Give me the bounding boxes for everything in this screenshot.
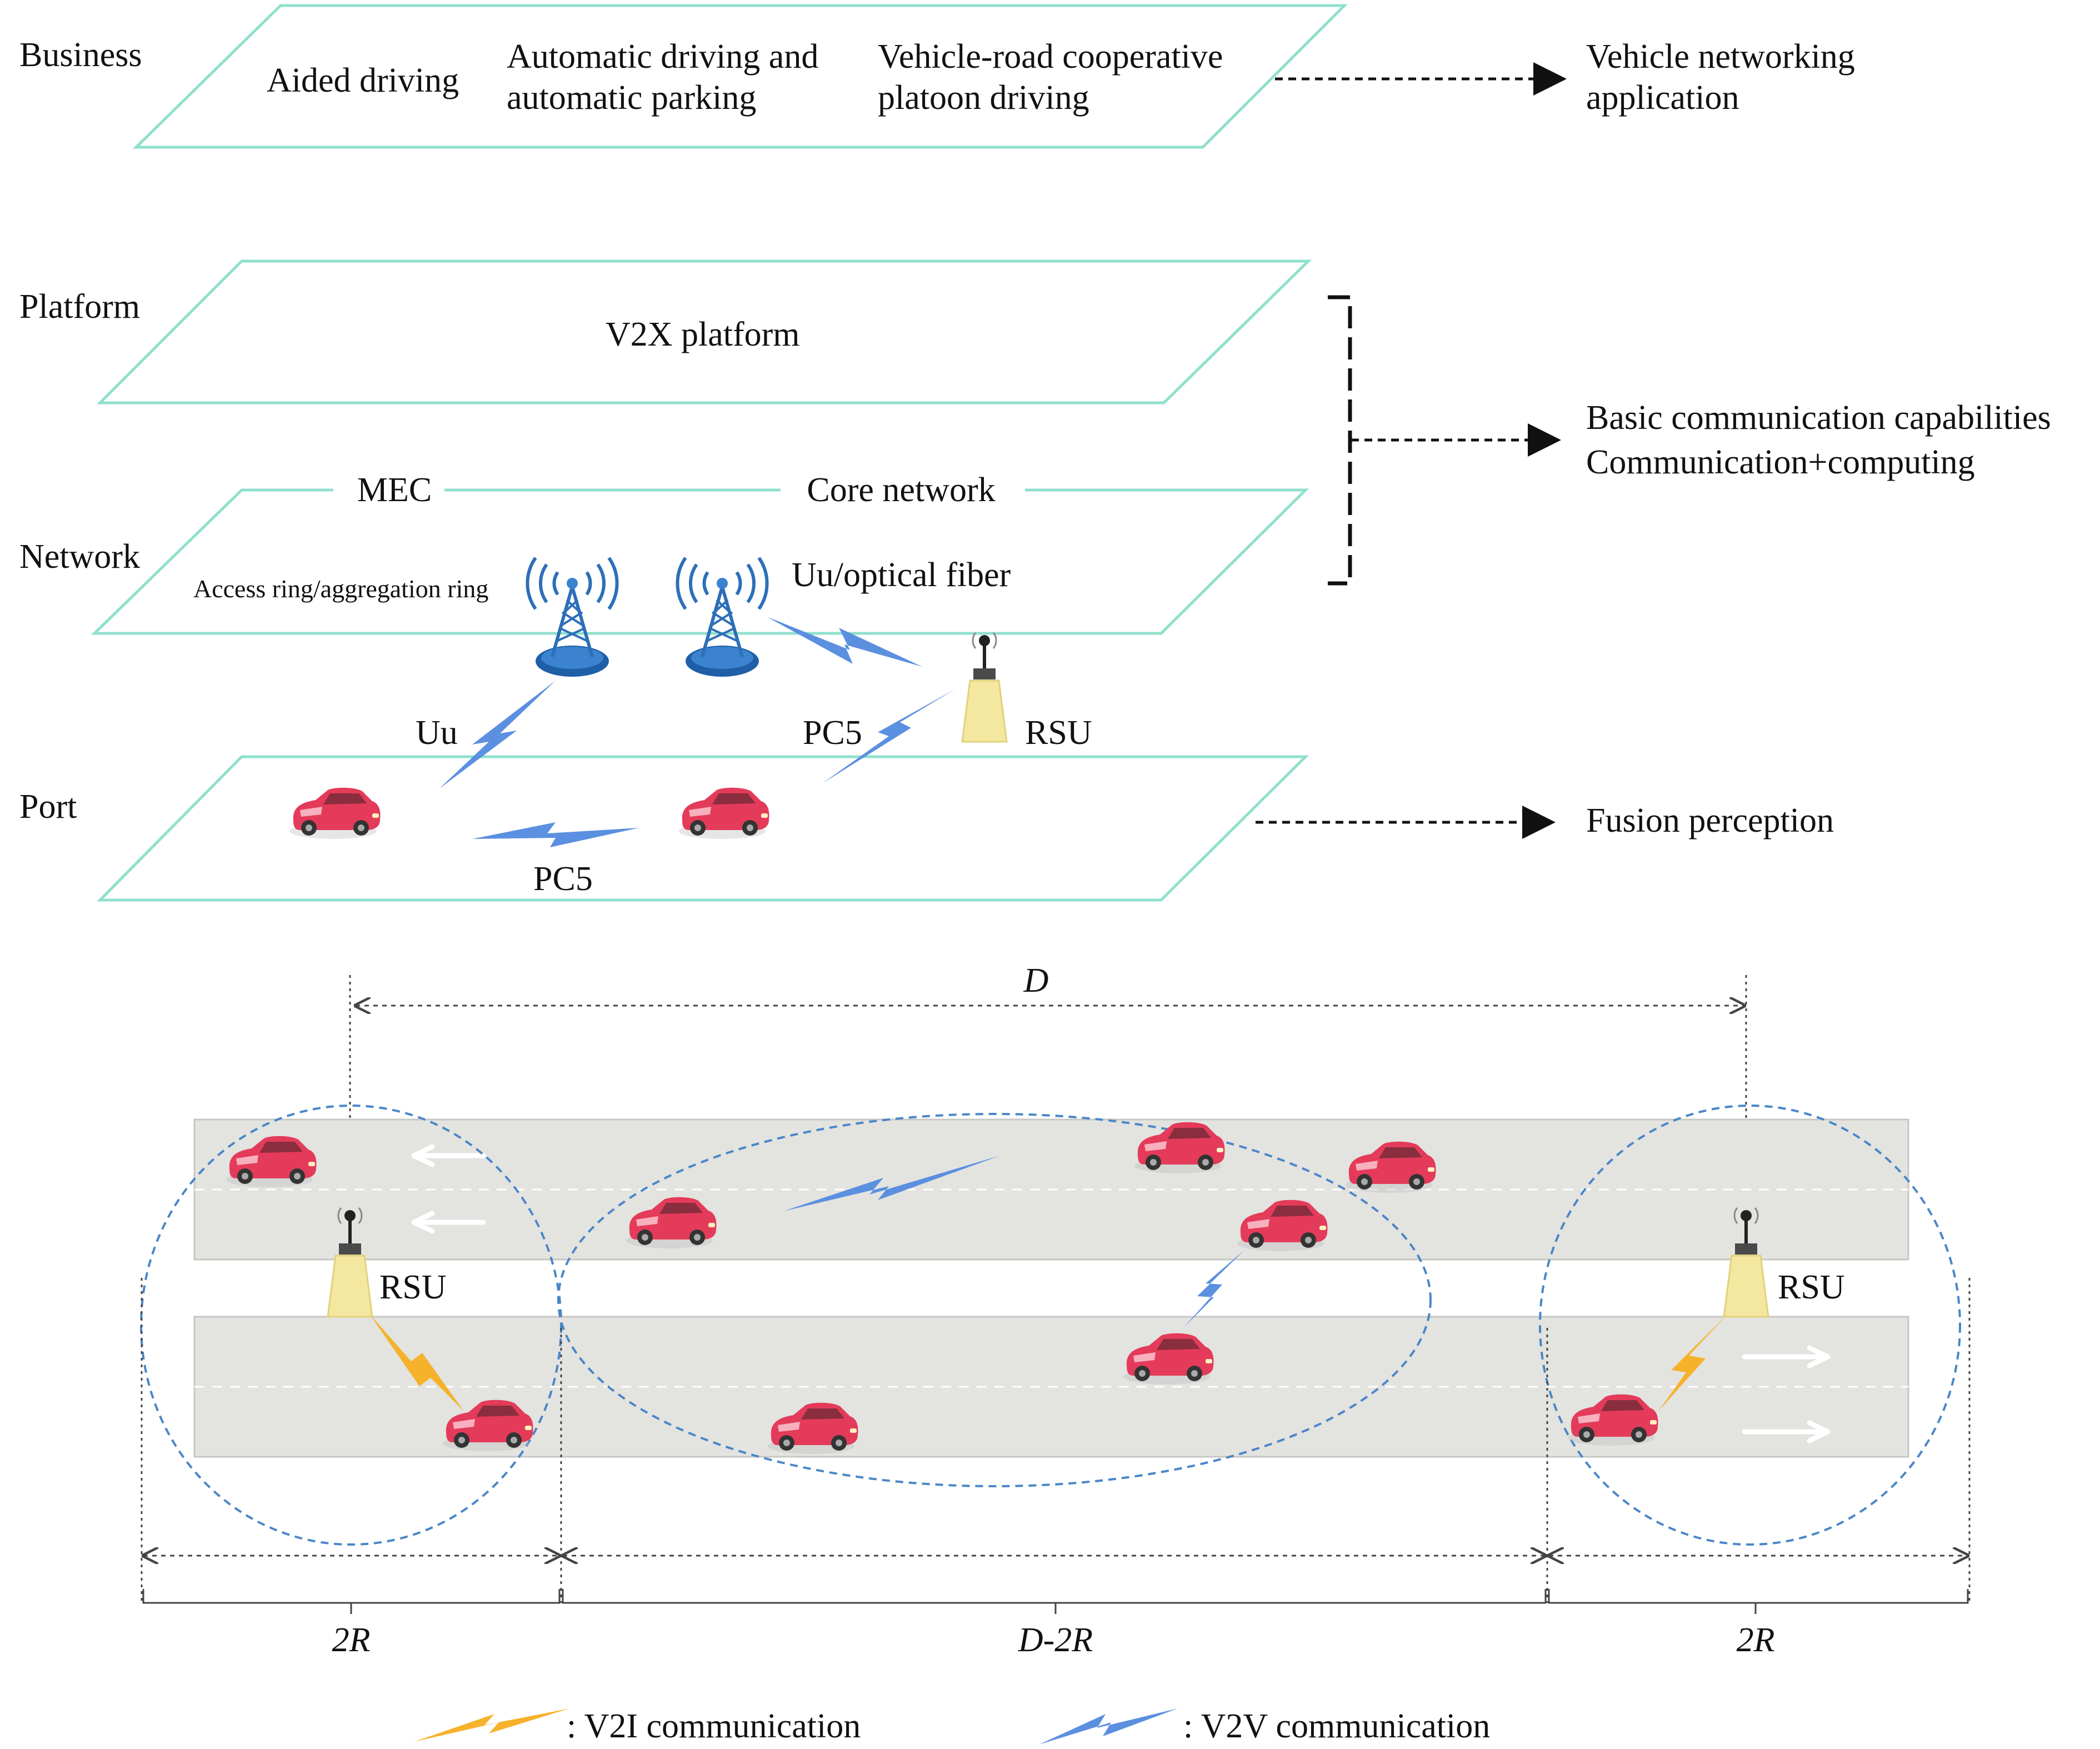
business-item-platoon: Vehicle-road cooperative platoon driving (878, 38, 1223, 117)
base-station-tower-icon (527, 558, 617, 677)
lane-direction-arrow-icon (411, 1211, 486, 1234)
link-pc5-cars-label: PC5 (533, 860, 593, 898)
business-layer-plane (132, 4, 1348, 149)
segment-label-right: 2R (1736, 1621, 1775, 1659)
distance-label: D (1023, 962, 1049, 1000)
output-fusion-label: Fusion perception (1586, 802, 1834, 839)
segment-label-left: 2R (332, 1621, 371, 1659)
link-uu-label: Uu (416, 714, 458, 752)
platform-network-bracket (1328, 295, 1352, 586)
lane-direction-arrow-icon (1742, 1345, 1831, 1368)
v2i-bolt-icon (1658, 1314, 1728, 1411)
legend-v2i-label: : V2I communication (567, 1707, 861, 1745)
business-item-automatic: Automatic driving and automatic parking (507, 38, 819, 117)
layer-label-platform: Platform (19, 288, 140, 326)
legend-v2v-bolt-icon (1039, 1708, 1178, 1745)
output-capabilities-line1: Basic communication capabilities (1586, 399, 2051, 437)
output-application-label: Vehicle networking application (1586, 38, 1855, 117)
v2v-bolt-icon (472, 822, 639, 847)
segment-label-middle: D-2R (1018, 1621, 1093, 1659)
platform-item-v2x: V2X platform (606, 316, 800, 353)
layer-label-business: Business (19, 36, 142, 74)
network-mec-label: MEC (357, 471, 432, 509)
layer-label-port: Port (19, 788, 77, 826)
platform-layer-plane (96, 259, 1312, 404)
link-pc5-rsu-label: PC5 (803, 714, 862, 752)
v2v-bolt-icon (439, 681, 556, 789)
segment-brace (142, 1589, 561, 1614)
car-icon (290, 787, 381, 839)
business-item-aided: Aided driving (267, 62, 459, 99)
rsu-label-left: RSU (379, 1268, 447, 1306)
segment-brace (1548, 1589, 1969, 1614)
network-uu-fiber-label: Uu/optical fiber (792, 556, 1011, 594)
rsu-coverage-right (1539, 1105, 1961, 1546)
v2v-bolt-icon (783, 1156, 1000, 1211)
layer-label-network: Network (19, 538, 140, 576)
v2v-coverage-middle (557, 1113, 1432, 1487)
legend-v2i-bolt-icon (414, 1708, 569, 1742)
rsu-icon (962, 633, 1007, 742)
v2v-bolt-icon (1183, 1250, 1244, 1328)
rsu-label-right: RSU (1778, 1268, 1845, 1306)
v2i-bolt-icon (369, 1314, 464, 1411)
network-access-label: Access ring/aggregation ring (193, 574, 489, 603)
rsu-label: RSU (1025, 714, 1092, 752)
car-icon (679, 787, 769, 839)
port-layer-plane (97, 755, 1309, 902)
network-layer-plane (91, 488, 1309, 635)
lane-direction-arrow-icon (1742, 1420, 1831, 1443)
output-capabilities-line2: Communication+computing (1586, 443, 1975, 481)
lane-direction-arrow-icon (411, 1144, 486, 1167)
segment-brace (562, 1589, 1547, 1614)
legend-v2v-label: : V2V communication (1183, 1707, 1491, 1745)
network-core-label: Core network (807, 471, 996, 509)
base-station-tower-icon (677, 558, 767, 677)
v2v-bolt-icon (767, 617, 922, 667)
v2v-bolt-icon (822, 689, 956, 783)
